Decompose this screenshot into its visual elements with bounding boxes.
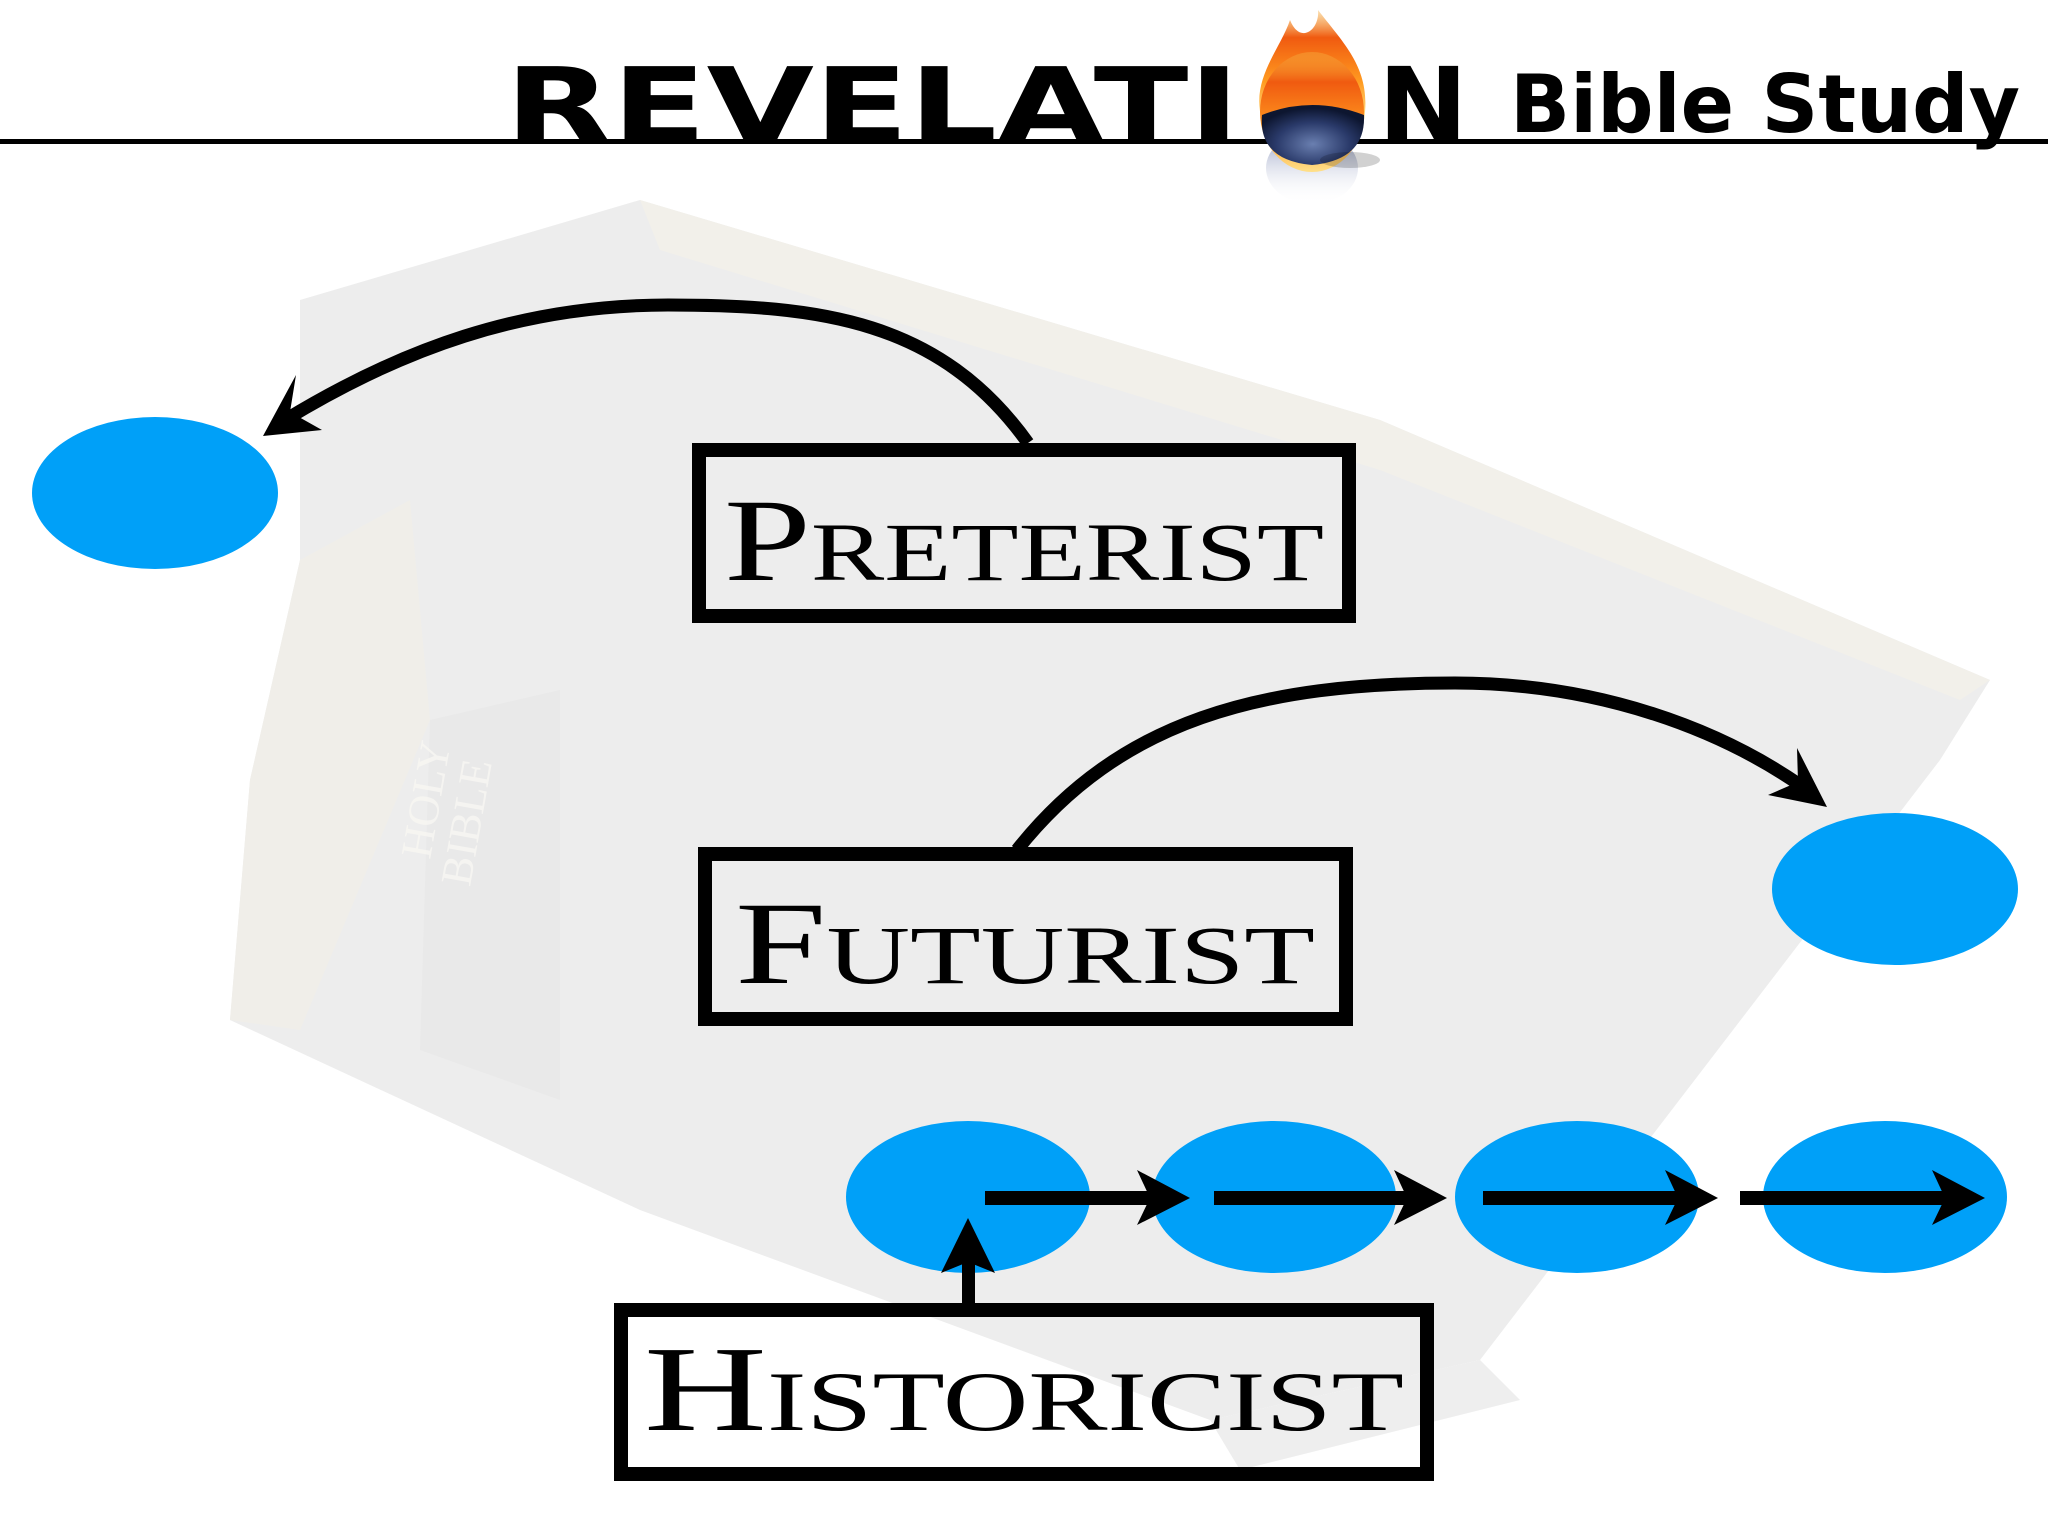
futurist-group: Futurist xyxy=(698,676,2018,1026)
arrowhead-icon xyxy=(1137,1170,1190,1225)
preterist-arrowhead-icon xyxy=(263,375,322,436)
past-event-node xyxy=(32,417,278,569)
arrowhead-up-icon xyxy=(941,1218,995,1273)
historicist-up-arrow xyxy=(941,1218,995,1310)
arrowhead-icon xyxy=(1932,1170,1985,1225)
preterist-box xyxy=(692,443,1356,623)
arrowhead-icon xyxy=(1394,1170,1447,1225)
background-bible-image: HOLY BIBLE xyxy=(230,200,1990,1470)
historicist-label: Historicist xyxy=(644,1322,1404,1457)
subtitle-bible-study: Bible Study xyxy=(1510,58,2020,151)
futurist-arrowhead-icon xyxy=(1768,748,1827,807)
preterist-arrow-line xyxy=(281,298,1034,447)
preterist-label: Preterist xyxy=(724,475,1324,606)
preterist-group: Preterist xyxy=(32,298,1356,623)
title-revelation-part1: REVELATI xyxy=(505,45,1240,167)
title-revelation-part2: N xyxy=(1378,45,1468,167)
historicist-group: Historicist xyxy=(614,1121,2007,1481)
header-rule xyxy=(0,139,2048,144)
chain-arrow-3 xyxy=(1483,1170,1718,1225)
historical-event-node-1 xyxy=(846,1121,1090,1273)
chain-arrow-1 xyxy=(985,1170,1190,1225)
futurist-label: Futurist xyxy=(735,878,1315,1009)
historicist-box xyxy=(614,1303,1434,1481)
chain-arrow-4 xyxy=(1740,1170,1985,1225)
future-event-node xyxy=(1772,813,2018,965)
futurist-box xyxy=(698,847,1353,1026)
futurist-arrow-line xyxy=(1011,676,1804,855)
arrowhead-icon xyxy=(1665,1170,1718,1225)
chain-arrow-2 xyxy=(1214,1170,1447,1225)
header: REVELATI N Bible Study xyxy=(0,10,2048,204)
flaming-globe-icon xyxy=(1259,10,1380,204)
